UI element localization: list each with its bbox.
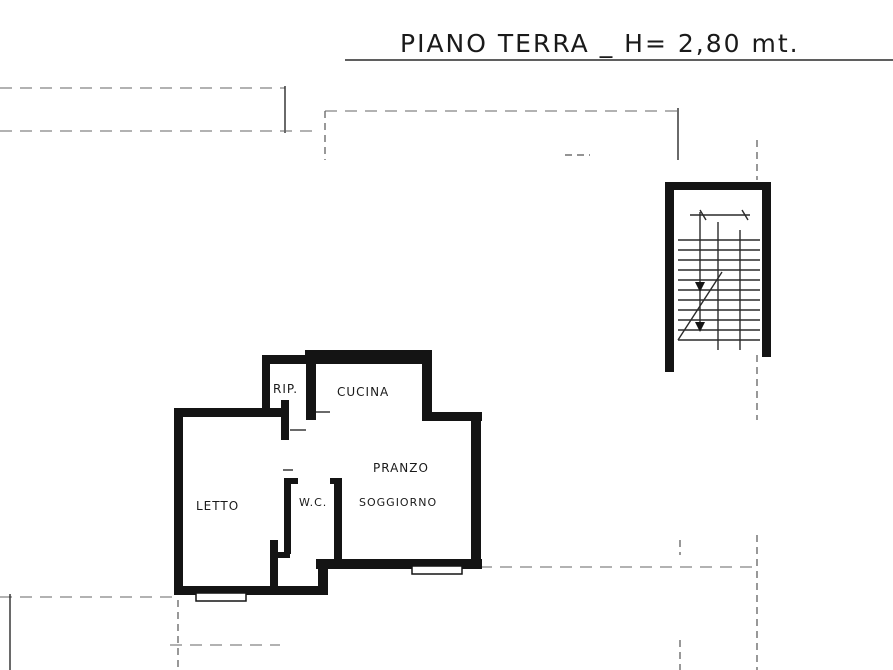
- room-label-pranzo: PRANZO: [373, 461, 429, 475]
- stair-break-line: [677, 271, 723, 341]
- apartment-walls: [174, 350, 482, 595]
- room-label-soggiorno: SOGGIORNO: [359, 496, 437, 509]
- room-label-wc: W.C.: [299, 496, 327, 509]
- room-label-letto: LETTO: [196, 499, 239, 513]
- windows: [195, 565, 463, 602]
- room-label-rip: RIP.: [273, 382, 298, 396]
- site-boundary-lines: [0, 86, 760, 670]
- door-marks: [283, 411, 330, 471]
- room-label-cucina: CUCINA: [337, 385, 389, 399]
- stair-treads: [678, 222, 760, 350]
- staircase: [665, 182, 771, 372]
- floor-title: PIANO TERRA _ H= 2,80 mt.: [400, 29, 800, 58]
